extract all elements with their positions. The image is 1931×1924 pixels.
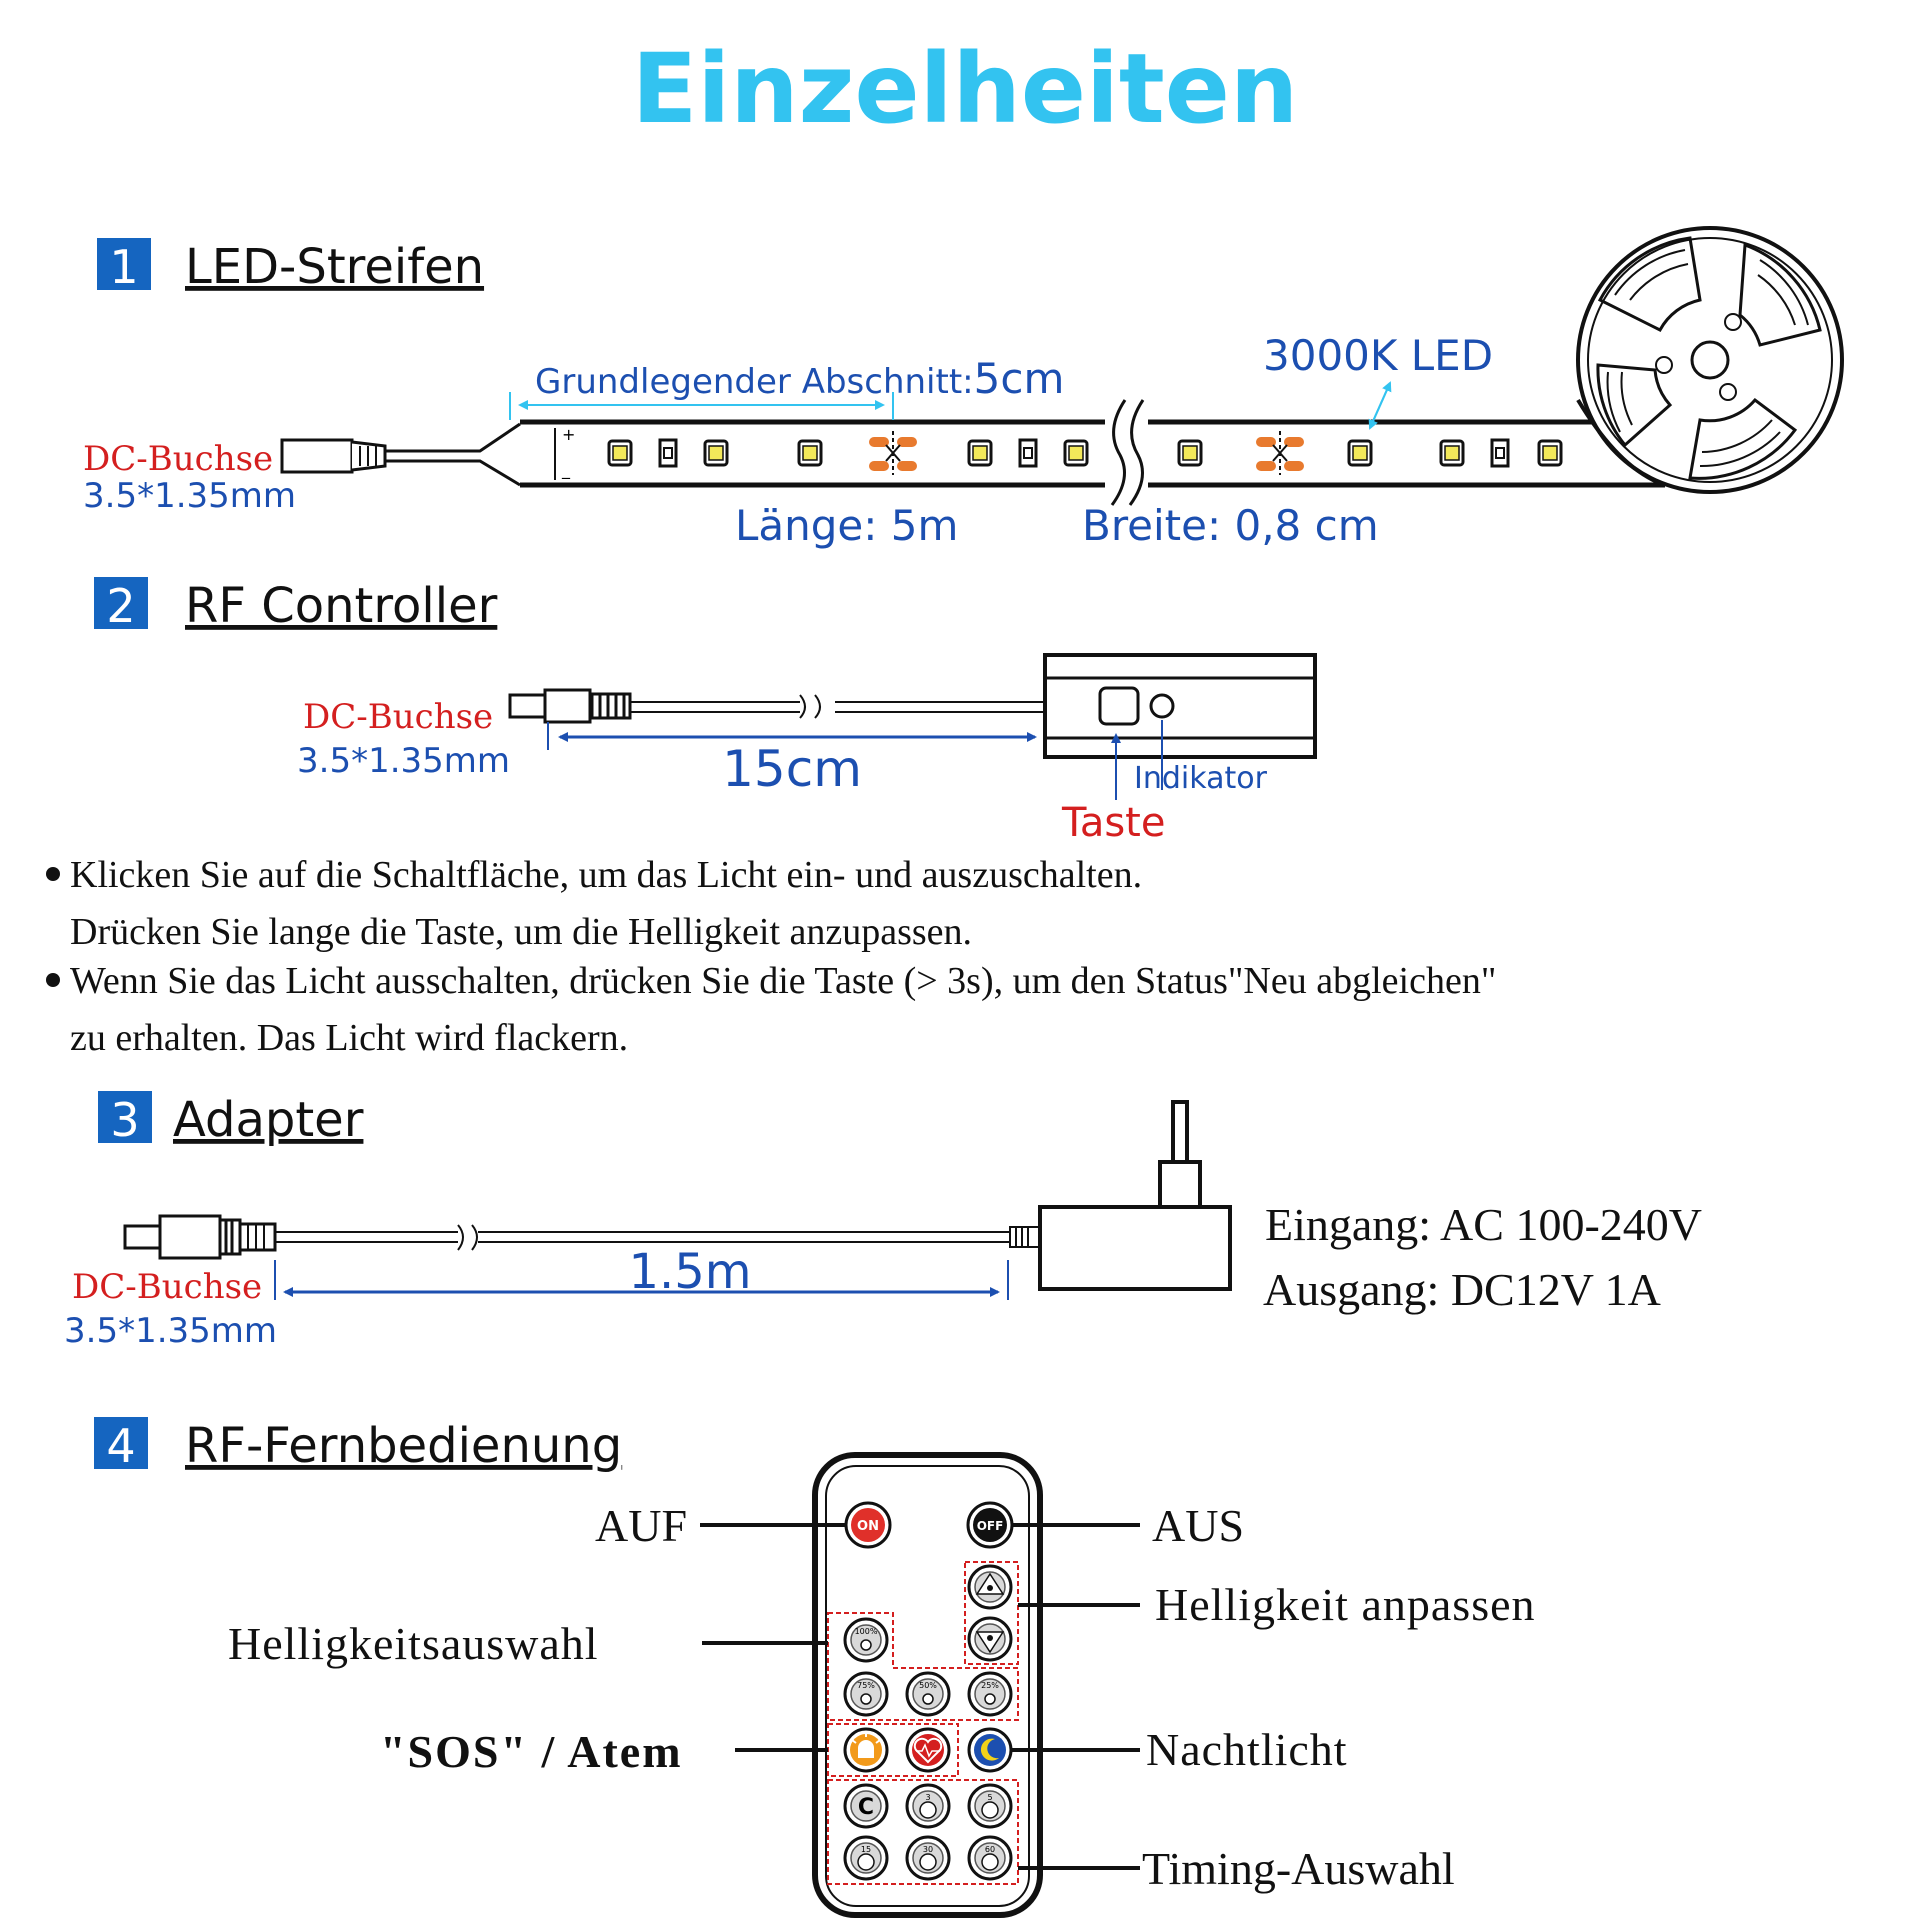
led-type-label: 3000K LED [1263, 331, 1493, 380]
page-title: Einzelheiten [632, 33, 1298, 145]
section-number: 3 [110, 1093, 139, 1147]
section-badge [98, 1091, 152, 1143]
brightness-50-label: 50% [919, 1681, 937, 1690]
section-led-strip: 1 LED-Streifen DC-Buchse 3.5*1.35mm + _ [83, 226, 1844, 550]
section-number: 1 [109, 240, 138, 294]
sun-up-icon [967, 1564, 1013, 1610]
timer-3-button: 3 [905, 1783, 951, 1829]
cable-length-dimension: 15cm [547, 722, 1037, 798]
section-number: 2 [106, 579, 135, 633]
section-badge [94, 577, 148, 629]
cancel-timer-label: C [858, 1795, 874, 1820]
heart-breath-icon [905, 1727, 951, 1773]
instruction-list: Klicken Sie auf die Schaltfläche, um das… [46, 854, 1496, 1059]
led-strip-illustration: + _ [520, 399, 1665, 506]
label-sos-breath: "SOS" / Atem [380, 1726, 683, 1777]
minus-sign: _ [561, 460, 571, 480]
controller-box [1043, 653, 1317, 759]
instruction-line: Klicken Sie auf die Schaltfläche, um das… [70, 854, 1142, 896]
brightness-75-label: 75% [857, 1681, 875, 1690]
on-button: ON [844, 1501, 892, 1549]
alarm-clock-icon [981, 1801, 999, 1819]
dc-jack-label: DC-Buchse [72, 1267, 262, 1307]
adapter-output: Ausgang: DC12V 1A [1263, 1264, 1661, 1315]
label-brightness-adjust: Helligkeit anpassen [1155, 1579, 1536, 1630]
brightness-100-button: 100% [843, 1617, 889, 1663]
dc-jack-label: DC-Buchse [303, 697, 493, 737]
indicator-label: Indikator [1134, 761, 1268, 796]
alarm-clock-icon [981, 1853, 999, 1871]
remote-control: ON OFF [812, 1452, 1043, 1918]
off-button: OFF [966, 1501, 1014, 1549]
remote-callouts [700, 1523, 1140, 1870]
timer-60-label: 60 [985, 1845, 995, 1854]
dc-jack-size: 3.5*1.35mm [64, 1311, 277, 1351]
dc-jack-size: 3.5*1.35mm [297, 741, 510, 781]
moon-icon [967, 1727, 1013, 1773]
controller-dc-plug [508, 688, 1045, 724]
section-adapter: 3 Adapter 1.5m DC-Buchse 3.5* [64, 1091, 1702, 1351]
section-rf-controller: 2 RF Controller DC-Buchse 3.5*1.35mm 15c… [46, 577, 1496, 1059]
label-on: AUF [595, 1500, 687, 1551]
section-badge [94, 1417, 148, 1469]
alarm-clock-icon [919, 1801, 937, 1819]
led-strip-reel [1576, 226, 1844, 494]
section-badge [97, 238, 151, 290]
instruction-line: Drücken Sie lange die Taste, um die Hell… [70, 911, 972, 953]
timer-5-label: 5 [987, 1793, 992, 1802]
brightness-100-label: 100% [855, 1627, 878, 1636]
timer-60-button: 60 [967, 1835, 1013, 1881]
brightness-75-button: 75% [843, 1671, 889, 1717]
strip-width: Breite: 0,8 cm [1082, 501, 1379, 550]
timer-15-label: 15 [861, 1845, 871, 1854]
strip-length: Länge: 5m [735, 501, 958, 550]
on-button-label: ON [857, 1519, 879, 1534]
section-heading: RF Controller [185, 578, 498, 634]
instruction-line: Wenn Sie das Licht ausschalten, drücken … [70, 960, 1496, 1002]
label-night-light: Nachtlicht [1146, 1724, 1348, 1775]
controller-button [1098, 686, 1140, 726]
timer-5-button: 5 [967, 1783, 1013, 1829]
plus-sign: + [562, 425, 575, 444]
adapter-length-dimension: 1.5m [274, 1244, 1009, 1300]
timer-30-button: 30 [905, 1835, 951, 1881]
timer-3-label: 3 [925, 1793, 930, 1802]
segment-label-text: Grundlegender Abschnitt: [535, 362, 974, 402]
label-timing: Timing-Auswahl [1142, 1843, 1455, 1894]
instruction-line: zu erhalten. Das Licht wird flackern. [70, 1017, 628, 1059]
sun-down-icon [967, 1616, 1013, 1662]
cancel-timer-button: C [843, 1783, 889, 1829]
brightness-25-label: 25% [981, 1681, 999, 1690]
dc-jack-label: DC-Buchse [83, 439, 273, 479]
section-heading: RF-Fernbedienung [185, 1418, 622, 1474]
section-heading: Adapter [173, 1092, 364, 1148]
brightness-25-button: 25% [967, 1671, 1013, 1717]
cable-length: 15cm [722, 740, 862, 798]
adapter-input: Eingang: AC 100-240V [1265, 1199, 1702, 1250]
alarm-clock-icon [919, 1853, 937, 1871]
adapter-dc-jack [123, 1214, 1041, 1260]
section-heading: LED-Streifen [185, 239, 484, 295]
label-off: AUS [1152, 1500, 1244, 1551]
button-label: Taste [1061, 800, 1165, 846]
adapter-body [1038, 1100, 1232, 1291]
timer-15-button: 15 [843, 1835, 889, 1881]
indicator-light [1149, 693, 1175, 719]
section-number: 4 [106, 1419, 135, 1473]
label-brightness-select: Helligkeitsauswahl [228, 1618, 599, 1669]
adapter-cable-length: 1.5m [628, 1244, 751, 1300]
segment-dimension: Grundlegender Abschnitt:5cm [509, 354, 1064, 420]
strip-dc-jack [280, 422, 521, 487]
section-rf-remote: 4 RF-Fernbedienung ON OFF [94, 1417, 1536, 1918]
alarm-clock-icon [857, 1853, 875, 1871]
segment-label: Grundlegender Abschnitt:5cm [535, 354, 1064, 403]
segment-value: 5cm [974, 354, 1065, 403]
sos-light-icon [843, 1727, 889, 1773]
dc-jack-size: 3.5*1.35mm [83, 476, 296, 516]
timer-30-label: 30 [923, 1845, 933, 1854]
off-button-label: OFF [977, 1519, 1004, 1533]
brightness-50-button: 50% [905, 1671, 951, 1717]
